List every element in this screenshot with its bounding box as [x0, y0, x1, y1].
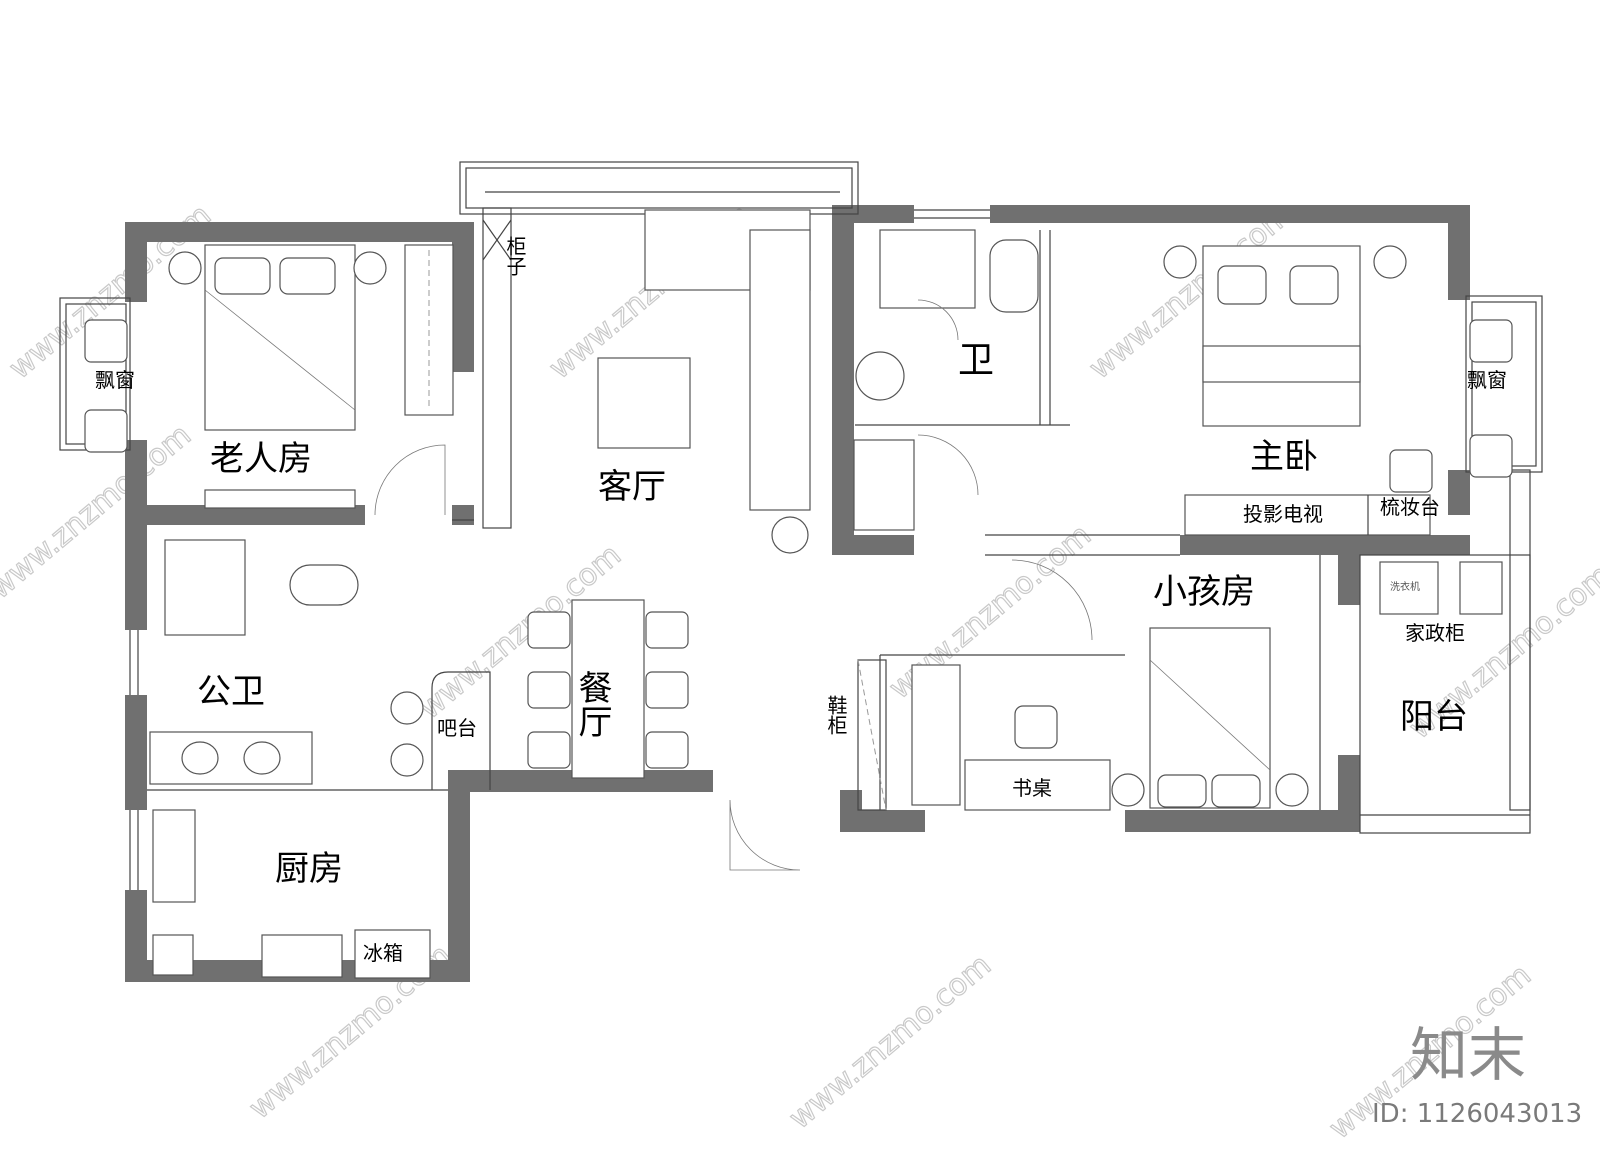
label-kids-room: 小孩房: [1153, 572, 1255, 612]
label-shoe-cabinet: 鞋柜: [824, 695, 848, 735]
label-projector-tv: 投影电视: [1243, 502, 1323, 526]
label-desk: 书桌: [1012, 776, 1052, 800]
furniture: [84, 209, 1513, 979]
watermark-site: www.znzmo.com: [783, 948, 998, 1137]
label-bay-window-left: 飘窗: [95, 368, 135, 392]
watermark-id: ID: 1126043013: [1372, 1099, 1582, 1129]
windows-and-outlines: [59, 161, 1543, 890]
label-balcony: 阳台: [1400, 697, 1468, 737]
label-cabinet: 柜子: [503, 236, 527, 276]
label-elderly-room: 老人房: [210, 439, 312, 479]
label-living-room: 客厅: [598, 467, 666, 507]
door-swings: [374, 299, 1093, 871]
label-public-bathroom: 公卫: [197, 672, 265, 712]
label-washer: 洗衣机: [1390, 580, 1420, 593]
label-housekeeping-cabinet: 家政柜: [1405, 621, 1465, 645]
brand-watermark: 知末 ID: 1126043013: [1372, 1021, 1582, 1129]
brand-logo-text: 知末: [1410, 1021, 1526, 1089]
label-bar: 吧台: [437, 716, 477, 740]
room-labels: 老人房 客厅 柜子 卫 主卧 飘窗 飘窗 投影电视 梳妆台 公卫 吧台 餐厅 鞋…: [95, 236, 1507, 965]
label-bathroom: 卫: [958, 340, 994, 381]
label-bay-window-right: 飘窗: [1467, 368, 1507, 392]
label-fridge: 冰箱: [363, 941, 403, 965]
label-kitchen: 厨房: [275, 849, 343, 889]
label-dining-room: 餐厅: [572, 670, 612, 738]
label-master-bedroom: 主卧: [1250, 437, 1318, 477]
label-vanity: 梳妆台: [1380, 495, 1440, 519]
